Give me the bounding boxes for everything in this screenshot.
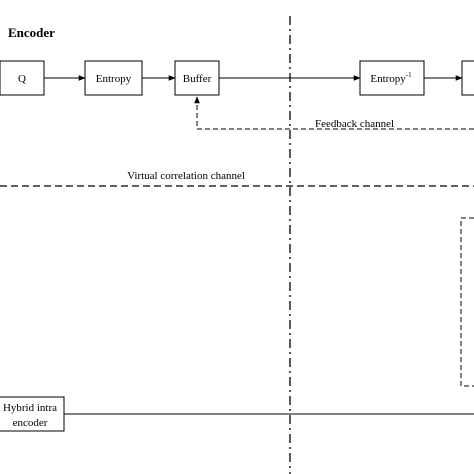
right-dashed-box [460,217,474,387]
entropy-inverse-label: Entropy-1 [370,71,412,85]
entropy-label: Entropy [96,73,132,85]
buffer-block: Buffer [174,60,220,96]
feedback-channel-line [194,96,474,130]
q-block: Q [0,60,45,96]
virtual-correlation-channel-label: Virtual correlation channel [127,170,245,182]
hybrid-intra-encoder-block: Hybrid intra encoder [0,396,65,432]
entropy-inverse-base: Entropy [370,73,406,85]
hybrid-intra-label-line2: encoder [13,417,48,429]
entropy-inverse-sup: -1 [406,71,412,79]
next-decoder-block [461,60,474,96]
q-label: Q [18,73,26,85]
entropy-block: Entropy [84,60,143,96]
entropy-inverse-block: Entropy-1 [359,60,425,96]
hybrid-intra-label-line1: Hybrid intra [3,402,57,414]
feedback-channel-label: Feedback channel [315,118,394,130]
encoder-title: Encoder [8,25,55,40]
buffer-label: Buffer [183,73,212,85]
